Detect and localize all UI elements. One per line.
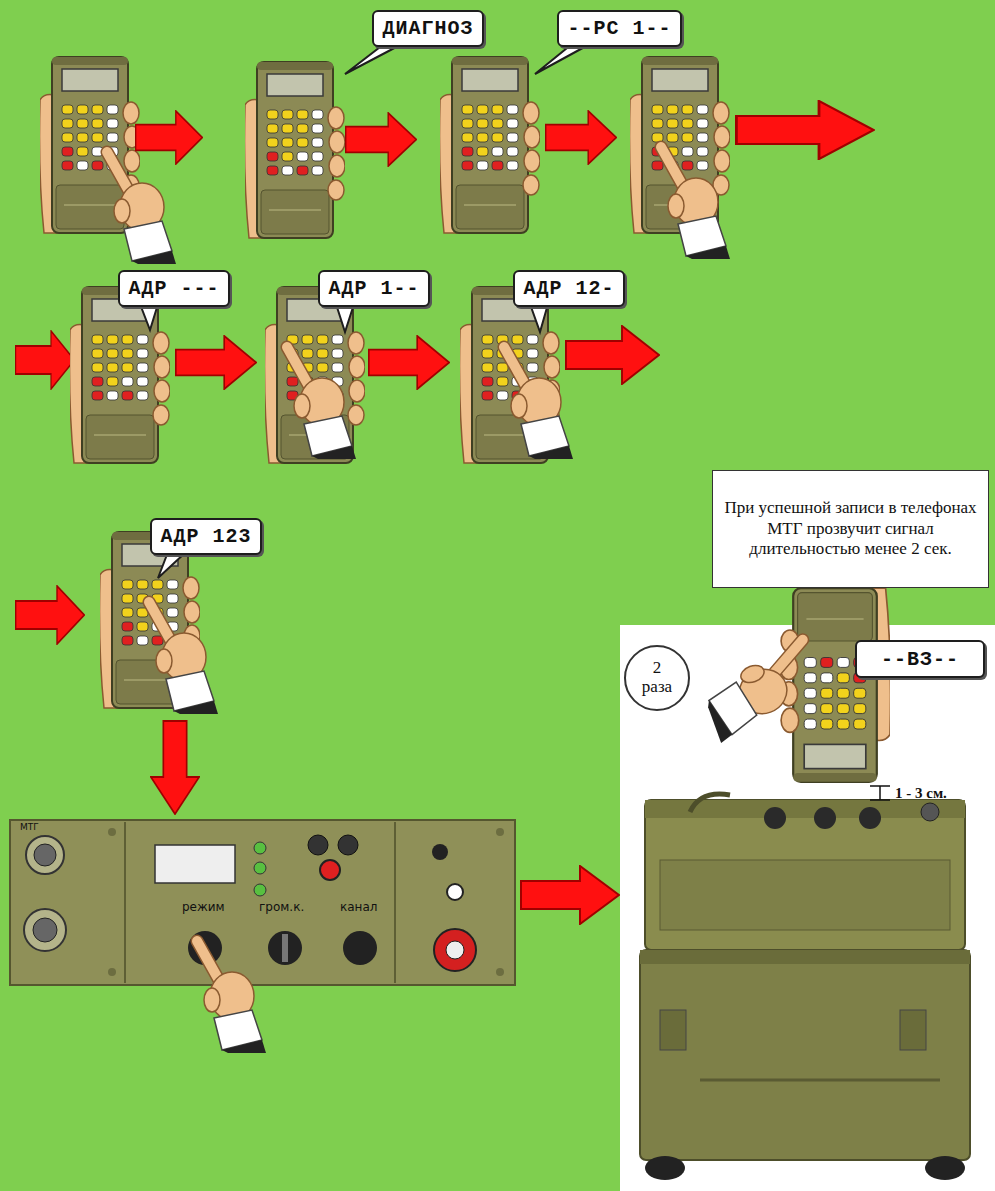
display-text: АДР 1-- — [328, 277, 419, 300]
display-text: ДИАГНОЗ — [382, 17, 473, 40]
display-text: АДР 12- — [523, 277, 614, 300]
display-text: АДР --- — [128, 277, 219, 300]
note-text: При успешной записи в телефонах МТГ проз… — [723, 498, 978, 559]
display-text: --ВЗ-- — [881, 648, 959, 671]
display-bubble: --ВЗ-- — [855, 640, 985, 678]
connector-label: МТГ — [20, 822, 39, 832]
knob-label: режим — [182, 900, 225, 914]
callout-text: 2 раза — [636, 659, 678, 696]
callout-circle: 2 раза — [624, 645, 690, 711]
note-box: При успешной записи в телефонах МТГ проз… — [712, 470, 989, 588]
knob-label: гром.к. — [259, 900, 304, 914]
display-bubble: ДИАГНОЗ — [372, 10, 484, 47]
display-text: АДР 123 — [160, 525, 251, 548]
display-bubble: АДР 1-- — [318, 270, 430, 307]
display-bubble: АДР --- — [118, 270, 230, 307]
display-bubble: АДР 123 — [150, 518, 262, 555]
display-bubble: АДР 12- — [513, 270, 625, 307]
display-bubble: --РС 1-- — [557, 10, 682, 47]
dimension-label: 1 - 3 см. — [895, 785, 947, 802]
knob-label: канал — [340, 900, 377, 914]
display-text: --РС 1-- — [567, 17, 671, 40]
